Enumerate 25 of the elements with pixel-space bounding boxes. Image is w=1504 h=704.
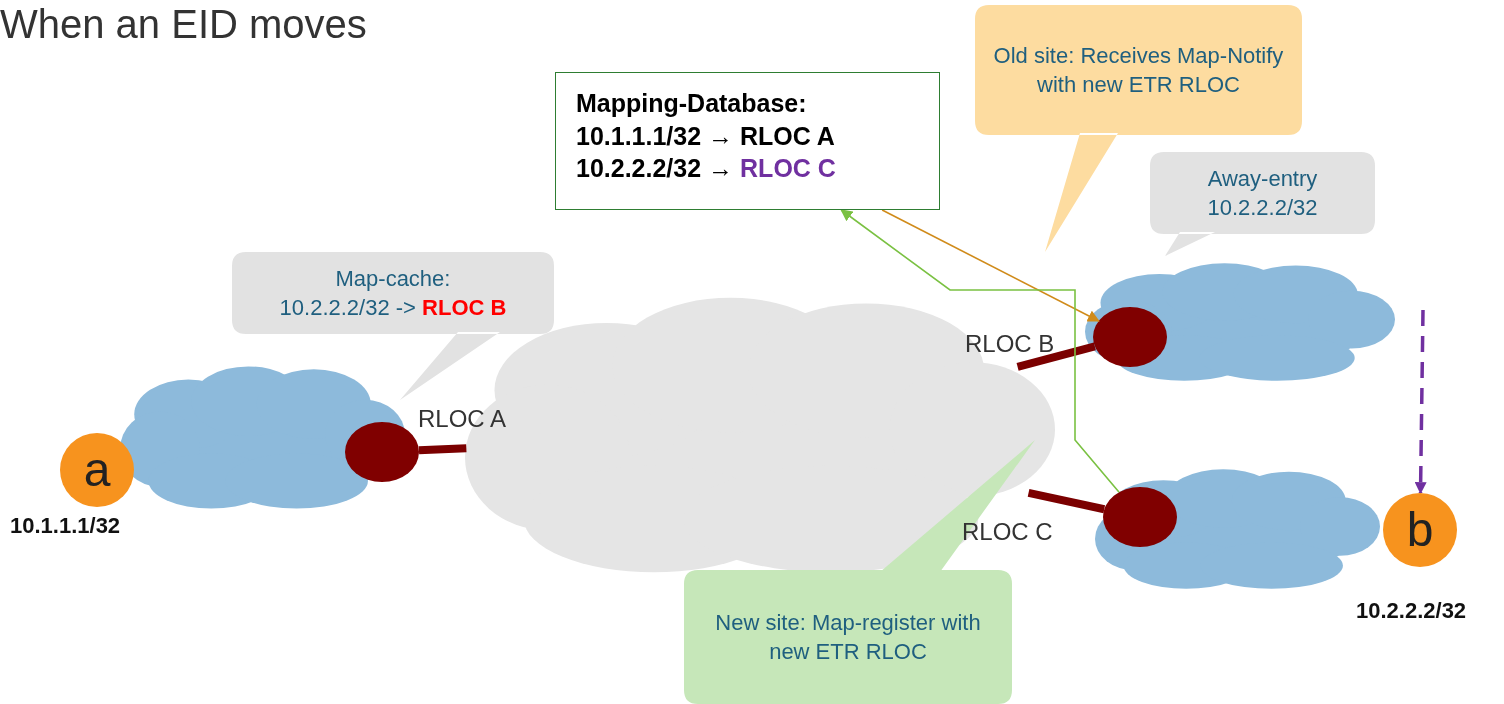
address-label: RLOC A xyxy=(418,405,507,433)
address-label: RLOC B xyxy=(965,330,1055,358)
node-text: Mapping-Database: xyxy=(576,89,807,117)
node-text: 10.1.1.1/32 → RLOC A xyxy=(576,121,835,150)
connector-line xyxy=(1414,309,1427,495)
node-text: RLOC C xyxy=(740,154,836,182)
connector-line xyxy=(881,209,1100,322)
connector-line xyxy=(1016,342,1096,371)
address-label: 10.1.1.1/32 xyxy=(10,513,121,539)
node-text: Away-entry 10.2.2.2/32 xyxy=(1207,165,1318,220)
database-box xyxy=(555,72,940,210)
connector-line xyxy=(418,444,467,455)
diagram-title: When an EID moves xyxy=(0,2,367,47)
node-text: 10.2.2.2/32 → xyxy=(576,154,734,182)
connector-line xyxy=(840,209,1120,494)
address-label: RLOC C xyxy=(962,518,1053,546)
node-text: RLOC B xyxy=(422,295,507,320)
node-text: 10.2.2.2/32 -> xyxy=(279,295,416,320)
node-text: Old site: Receives Map-Notify with new ETR RLOC xyxy=(993,42,1284,97)
node-text: a xyxy=(83,443,111,496)
node-text: New site: Map-register with new ETR RLOC xyxy=(715,609,981,664)
node-text: Map-cache: xyxy=(335,265,451,291)
address-label: 10.2.2.2/32 xyxy=(1356,598,1467,624)
node-text: b xyxy=(1406,503,1434,556)
connector-line xyxy=(1027,489,1106,514)
